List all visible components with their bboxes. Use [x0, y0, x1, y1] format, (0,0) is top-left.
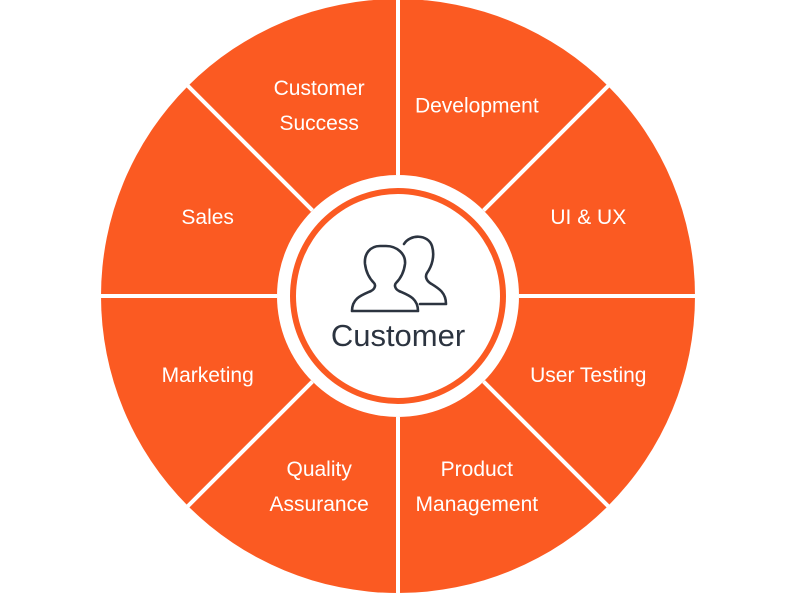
segment-dividers [99, 0, 697, 595]
segment-divider [185, 83, 314, 212]
segment-label-line: UI & UX [550, 206, 626, 229]
segment-label-line: Quality [286, 458, 352, 481]
segment-label-line: Management [416, 493, 539, 516]
segment-divider [482, 83, 611, 212]
segment-divider [482, 380, 611, 509]
segment-label-line: Customer [274, 77, 365, 100]
segment-divider [185, 380, 314, 509]
center-circle [296, 194, 500, 398]
segment-label-marketing: Marketing [162, 364, 254, 387]
segment-label-user-testing: User Testing [530, 364, 646, 387]
segment-label-sales: Sales [181, 206, 234, 229]
segment-label-line: User Testing [530, 364, 646, 387]
segment-label-line: Development [415, 95, 539, 118]
segment-label-line: Product [441, 458, 514, 481]
segment-label-line: Marketing [162, 364, 254, 387]
segment-label-line: Success [279, 112, 358, 135]
segment-label-ui-ux: UI & UX [550, 206, 626, 229]
segment-label-line: Assurance [270, 493, 369, 516]
segment-label-development: Development [415, 95, 539, 118]
users-icon [350, 235, 448, 313]
segment-label-line: Sales [181, 206, 234, 229]
center-title: Customer [331, 318, 465, 353]
